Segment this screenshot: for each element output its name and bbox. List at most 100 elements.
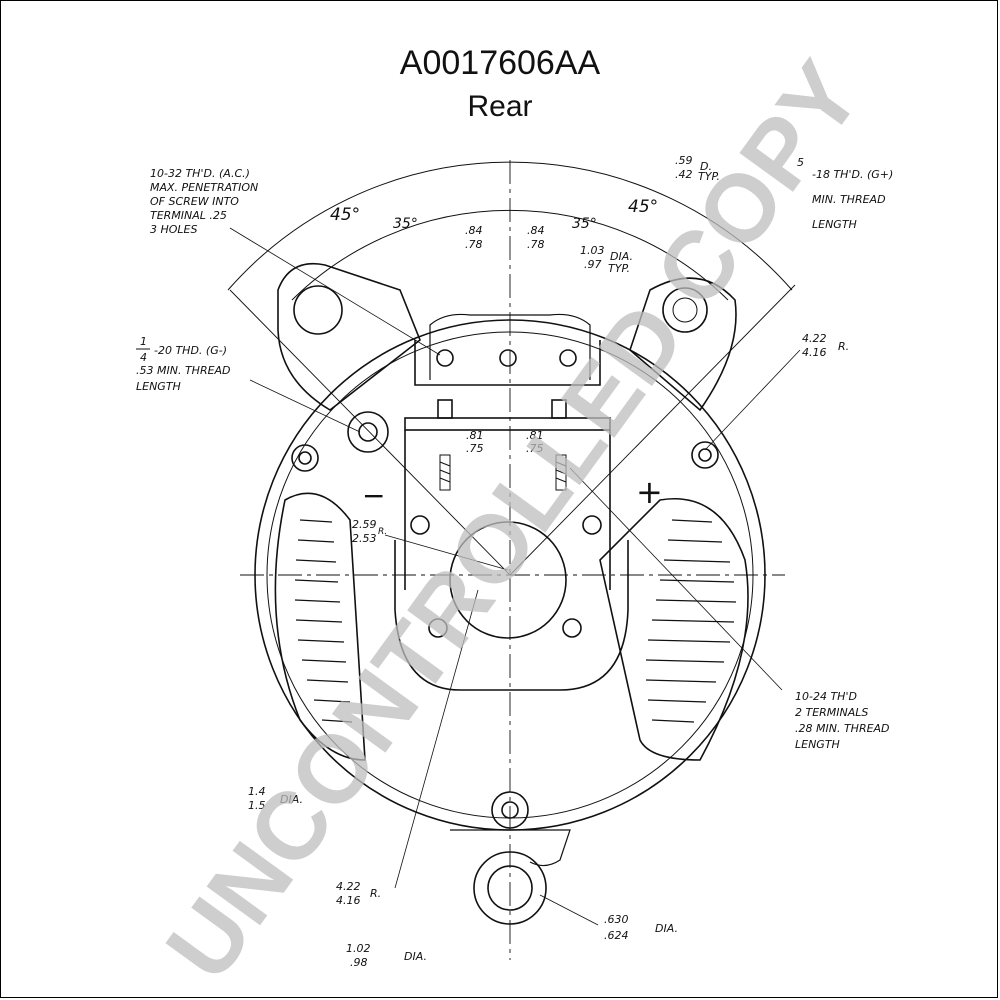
ac-note-line-5: 3 HOLES	[150, 223, 198, 236]
ac-note-line-1: 10-32 TH'D. (A.C.)	[150, 167, 250, 180]
neg-frac-denominator: 4	[140, 351, 147, 364]
dim-mid-right-b: .75	[526, 442, 544, 455]
dim-top-left-b: .78	[465, 238, 483, 251]
leader-pivot	[539, 894, 599, 926]
dim-left-dia-b: 1.5	[248, 799, 266, 812]
bottom-bolt	[491, 791, 529, 829]
bracket-hole-1	[436, 349, 454, 367]
plate-screw-3	[428, 618, 448, 638]
pos-note-line-1: 5	[797, 156, 804, 169]
mounting-ear-right	[629, 277, 737, 412]
threaded-stud-right	[555, 454, 567, 491]
dim-dia-typ: TYP.	[608, 262, 630, 275]
plus-symbol: +	[636, 473, 663, 511]
left-bolt	[291, 444, 319, 472]
dim-dia-a: 1.03	[580, 244, 605, 257]
mounting-hole-left	[293, 285, 343, 335]
small-terminals-note: 10-24 TH'D 2 TERMINALS .28 MIN. THREAD L…	[795, 690, 890, 751]
pivot-boss	[473, 851, 547, 925]
dim-hub-b: 2.53	[352, 532, 377, 545]
angle-ray-right	[509, 284, 796, 576]
neg-note-line-3: LENGTH	[136, 380, 181, 393]
dim-hole-d-suffix: D.	[700, 160, 712, 173]
bearing-hub	[449, 521, 567, 639]
ac-note-line-3: OF SCREW INTO	[150, 195, 239, 208]
pos-note-line-2: -18 TH'D. (G+)	[812, 168, 893, 181]
pos-note-line-4: LENGTH	[812, 218, 857, 231]
dim-top-right-b: .78	[527, 238, 545, 251]
mounting-hole-right	[662, 287, 708, 333]
dim-bottom-r-suffix: R.	[370, 887, 381, 900]
leader-radius	[704, 349, 801, 451]
threaded-stud-left	[439, 454, 451, 491]
leader-hub	[384, 534, 509, 571]
terminal-stud-left	[437, 399, 453, 419]
dim-boss-b: .98	[350, 956, 368, 969]
dim-mid-left-a: .81	[466, 429, 484, 442]
angle-ray-left	[229, 289, 511, 576]
regulator-plate	[394, 540, 629, 691]
angle-left-outer: 45°	[330, 205, 360, 225]
dim-mid-left-b: .75	[466, 442, 484, 455]
dim-boss-a: 1.02	[346, 942, 371, 955]
plate-screw-4	[562, 618, 582, 638]
dim-top-left-a: .84	[465, 224, 483, 237]
dim-pivot-suffix: DIA.	[655, 922, 678, 935]
top-bracket-plate	[429, 313, 591, 380]
dim-hole-d-typ: TYP.	[698, 170, 720, 183]
leader-small-terminals	[569, 467, 783, 691]
dim-bottom-r-a: 4.22	[336, 880, 361, 893]
angle-left-inner: 35°	[393, 216, 418, 232]
left-bolt-inner	[298, 451, 312, 465]
leader-neg	[249, 379, 361, 433]
leader-ac	[229, 227, 441, 356]
ac-terminal-note: 10-32 TH'D. (A.C.) MAX. PENETRATION OF S…	[150, 167, 258, 236]
dim-boss-suffix: DIA.	[404, 950, 427, 963]
neg-terminal-note: 1 4 -20 THD. (G-) .53 MIN. THREAD LENGTH	[136, 335, 231, 393]
small-note-line-3: .28 MIN. THREAD	[795, 722, 890, 735]
pos-note-line-3: MIN. THREAD	[812, 193, 886, 206]
top-bracket	[414, 340, 601, 386]
neg-terminal-outer	[347, 411, 389, 453]
dim-bottom-r-b: 4.16	[336, 894, 361, 907]
plate-screw-2	[582, 515, 602, 535]
mounting-hole-right-inner	[672, 297, 698, 323]
right-bolt	[691, 441, 719, 469]
neg-note-line-2: .53 MIN. THREAD	[136, 364, 231, 377]
dim-dia-suffix: DIA.	[610, 250, 633, 263]
dim-left-dia-a: 1.4	[248, 785, 266, 798]
small-note-line-4: LENGTH	[795, 738, 840, 751]
mounting-ear-left	[277, 263, 421, 411]
pos-terminal-note: 5 -18 TH'D. (G+) MIN. THREAD LENGTH	[797, 156, 893, 231]
dim-pivot-a: .630	[604, 913, 629, 926]
bracket-hole-3	[559, 349, 577, 367]
dim-pivot-b: .624	[604, 929, 629, 942]
dim-left-dia-suffix: DIA.	[280, 793, 303, 806]
dim-mid-right-a: .81	[526, 429, 544, 442]
neg-frac-numerator: 1	[140, 335, 147, 348]
dim-hub-suffix: R.	[378, 527, 387, 537]
pivot-hole	[487, 865, 533, 911]
dim-hub-a: 2.59	[352, 518, 377, 531]
part-number-title: A0017606AA	[399, 44, 601, 82]
bottom-bolt-inner	[501, 801, 519, 819]
lower-bracket	[450, 829, 571, 867]
leader-bottom-r	[394, 589, 479, 889]
neg-note-line-1: -20 THD. (G-)	[154, 344, 227, 357]
dim-hole-d-b: .42	[675, 168, 693, 181]
dim-radius-a: 4.22	[802, 332, 827, 345]
bracket-hole-2	[499, 349, 517, 367]
view-subtitle: Rear	[467, 90, 533, 123]
minus-symbol: −	[362, 479, 385, 512]
dim-top-right-a: .84	[527, 224, 545, 237]
vent-sector-left	[274, 492, 366, 761]
right-bolt-inner	[698, 448, 712, 462]
dimensions: .84 .78 .84 .78 .81 .75 .81 .75 .59 .42 …	[248, 154, 849, 969]
dim-radius-suffix: R.	[838, 340, 849, 353]
dim-hole-d-a: .59	[675, 154, 693, 167]
angle-right-inner: 35°	[572, 216, 597, 232]
dim-radius-b: 4.16	[802, 346, 827, 359]
terminal-stud-right	[551, 399, 567, 419]
plate-screw-1	[410, 515, 430, 535]
